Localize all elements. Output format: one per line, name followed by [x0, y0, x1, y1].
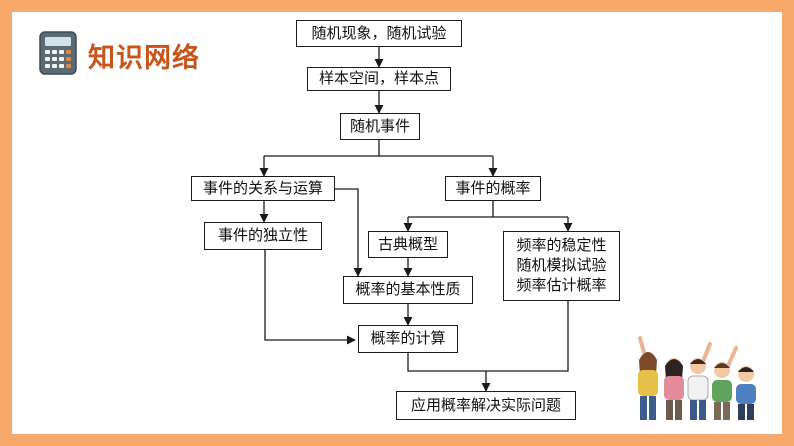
connector-frequency-down — [486, 301, 569, 372]
node-event-probability: 事件的概率 — [445, 176, 541, 201]
node-random-events: 随机事件 — [340, 113, 420, 140]
node-basic-properties: 概率的基本性质 — [343, 276, 473, 304]
section-heading: 知识网络 — [38, 30, 200, 80]
node-event-relations: 事件的关系与运算 — [191, 176, 335, 201]
page-title: 知识网络 — [88, 42, 200, 74]
node-applications: 应用概率解决实际问题 — [396, 391, 576, 420]
node-sample-space: 样本空间，样本点 — [307, 67, 451, 91]
cheering-students-illustration — [618, 330, 768, 434]
node-independence: 事件的独立性 — [204, 222, 322, 250]
node-frequency-stability: 频率的稳定性 随机模拟试验 频率估计概率 — [503, 231, 620, 301]
connector-calculation-down — [407, 353, 486, 372]
node-classical-model: 古典概型 — [368, 231, 448, 258]
arrow-relations-to-properties — [335, 188, 363, 277]
calculator-icon — [38, 30, 78, 80]
node-random-phenomena: 随机现象，随机试验 — [296, 20, 462, 47]
node-probability-calculation: 概率的计算 — [358, 325, 458, 353]
arrow-independence-to-calculation — [264, 250, 356, 345]
